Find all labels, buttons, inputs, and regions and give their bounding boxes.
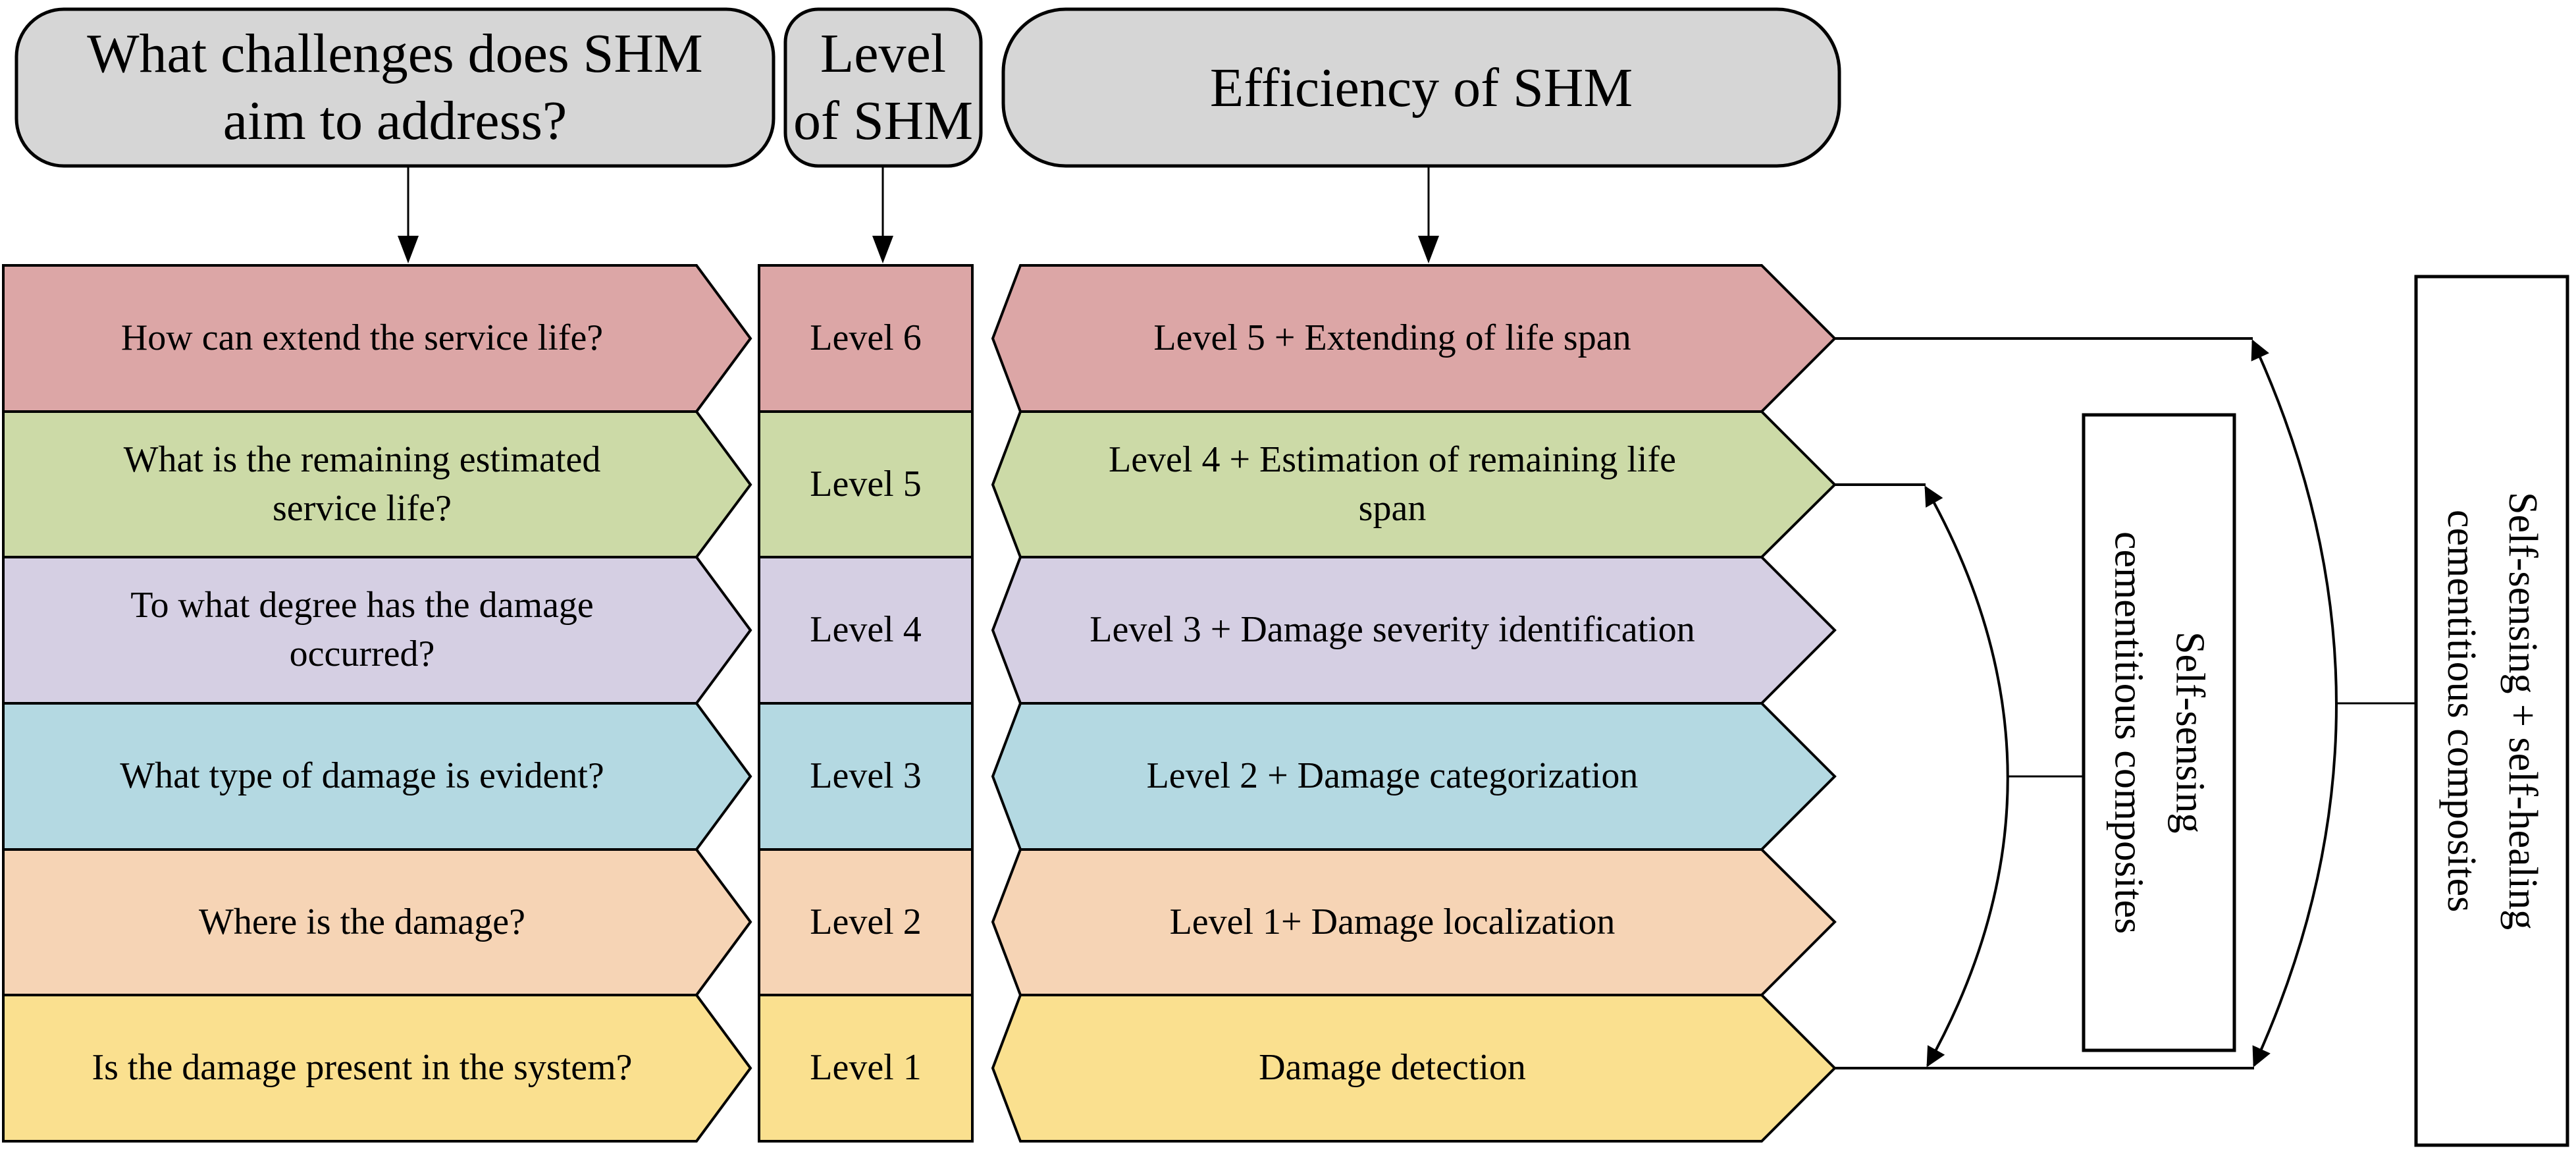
level-shape-row6	[758, 994, 974, 1143]
question-shape-row6	[2, 994, 752, 1143]
text-line: How can extend the service life?	[120, 317, 604, 359]
text-line: service life?	[272, 487, 452, 529]
text-line: What is the remaining estimated	[123, 439, 601, 480]
level-shape-row5	[758, 848, 974, 996]
text-line: Damage detection	[1259, 1047, 1526, 1089]
curve-arrow-self-healing	[2251, 339, 2338, 1067]
text-line: Self-sensing + self-healing	[2500, 491, 2545, 930]
text-line: Level 4 + Estimation of remaining life	[1108, 439, 1676, 480]
question-shape-row4	[2, 702, 752, 851]
self-sensing-label: Self-sensing cementitious composites	[2098, 415, 2221, 1050]
question-shape-row3	[2, 556, 752, 705]
efficiency-row3: Level 3 + Damage severity identification	[1027, 557, 1758, 703]
level-row3: Level 4	[759, 557, 972, 703]
efficiency-row4: Level 2 + Damage categorization	[1027, 703, 1758, 849]
level-row6: Level 1	[759, 995, 972, 1141]
question-shape-row1	[2, 264, 752, 413]
text-line: Level 1	[810, 1047, 922, 1089]
text-line: To what degree has the damage	[130, 585, 594, 626]
header-challenges: What challenges does SHM aim to address?	[16, 9, 774, 166]
level-row5: Level 2	[759, 849, 972, 995]
question-shape-row5	[2, 848, 752, 996]
text-line: What type of damage is evident?	[120, 755, 604, 797]
header-arrow-challenges	[398, 166, 419, 263]
question-shape-row2	[2, 410, 752, 558]
level-row1: Level 6	[759, 265, 972, 412]
text-line: Level 2	[810, 901, 922, 942]
header-arrow-efficiency	[1418, 166, 1439, 263]
question-row4: What type of damage is evident?	[13, 703, 711, 849]
text-line: Level 3	[810, 755, 922, 797]
efficiency-row2: Level 4 + Estimation of remaining life s…	[1027, 412, 1758, 557]
efficiency-shape-row6	[991, 994, 1837, 1143]
header-challenges-shape	[14, 7, 775, 168]
efficiency-row5: Level 1+ Damage localization	[1027, 849, 1758, 995]
question-row3: To what degree has the damage occurred?	[13, 557, 711, 703]
self-healing-box: Self-sensing + self-healing cementitious…	[2416, 277, 2567, 1145]
level-shape-row4	[758, 702, 974, 851]
header-text-line: Efficiency of SHM	[1209, 57, 1633, 119]
header-efficiency-shape	[1001, 7, 1841, 168]
text-line: Level 2 + Damage categorization	[1146, 755, 1639, 797]
text-line: occurred?	[289, 633, 435, 674]
self-sensing-box: Self-sensing cementitious composites	[2084, 415, 2234, 1050]
text-line: span	[1358, 487, 1427, 529]
text-line: Level 5	[810, 463, 922, 504]
header-text-line: Level	[820, 22, 947, 84]
header-text-line: What challenges does SHM	[87, 22, 703, 84]
text-line: Level 4	[810, 609, 922, 651]
level-shape-row3	[758, 556, 974, 705]
curve-arrow-self-sensing	[1924, 485, 2009, 1067]
text-line: cementitious composites	[2106, 531, 2151, 934]
text-line: Where is the damage?	[199, 901, 525, 942]
question-row2: What is the remaining estimated service …	[13, 412, 711, 557]
efficiency-row6: Damage detection	[1027, 995, 1758, 1141]
self-healing-box-shape	[2414, 275, 2569, 1147]
self-sensing-box-shape	[2082, 413, 2236, 1052]
question-row5: Where is the damage?	[13, 849, 711, 995]
level-row2: Level 5	[759, 412, 972, 557]
text-line: cementitious composites	[2439, 509, 2484, 913]
question-row1: How can extend the service life?	[13, 265, 711, 412]
text-line: Level 6	[810, 317, 922, 359]
header-text-line: aim to address?	[223, 90, 567, 151]
text-line: Level 5 + Extending of life span	[1153, 317, 1631, 359]
header-text-line: of SHM	[793, 90, 974, 151]
text-line: Is the damage present in the system?	[92, 1047, 633, 1089]
text-line: Level 3 + Damage severity identification	[1090, 609, 1695, 651]
level-shape-row2	[758, 410, 974, 558]
text-line: Level 1+ Damage localization	[1169, 901, 1616, 942]
level-row4: Level 3	[759, 703, 972, 849]
efficiency-row1: Level 5 + Extending of life span	[1027, 265, 1758, 412]
header-efficiency: Efficiency of SHM	[1003, 9, 1839, 166]
header-arrow-level	[872, 166, 893, 263]
header-level: Level of SHM	[785, 9, 981, 166]
text-line: Self-sensing	[2167, 632, 2213, 834]
question-row6: Is the damage present in the system?	[13, 995, 711, 1141]
self-healing-label: Self-sensing + self-healing cementitious…	[2431, 277, 2553, 1145]
